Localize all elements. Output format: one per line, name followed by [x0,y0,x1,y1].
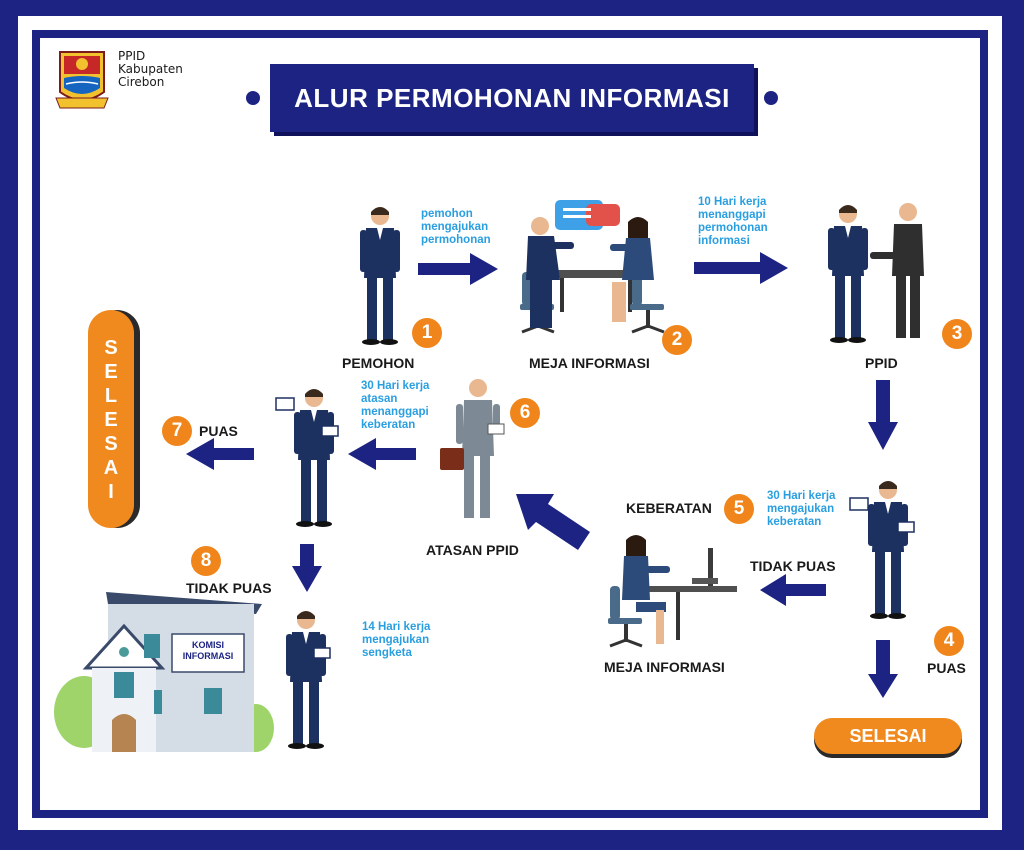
arrow-4-to-5 [760,574,826,606]
logo-line-3: Cirebon [118,75,165,89]
step-4-badge: 4 [934,626,964,656]
arrow-1-to-2 [418,253,498,285]
step-7-label: PUAS [199,423,238,439]
logo-line-2: Kabupaten [118,62,183,76]
title-dot-left [246,91,260,105]
step-1-badge: 1 [412,318,442,348]
meja-informasi-meeting [518,200,666,334]
step-6-label: ATASAN PPID [426,542,519,558]
arrow-2-to-3 [694,252,788,284]
step-3-label: PPID [865,355,898,371]
step-2-badge: 2 [662,325,692,355]
arrow-7-to-8 [292,544,322,592]
pemohon-figure [360,207,400,345]
flow-arrows [186,252,898,698]
ppid-figure-left [828,205,868,343]
step-3-badge: 3 [942,319,972,349]
tidak-puas-label-4: TIDAK PUAS [750,558,836,574]
sengketa-applicant-figure [286,611,331,749]
step-8-badge: 8 [191,546,221,576]
title-dot-right [764,91,778,105]
cirebon-emblem-icon [55,51,109,109]
arrow-7-to-selesai [186,438,254,470]
komisi-informasi-building [54,592,274,752]
arrow-3-to-4 [868,380,898,450]
step-2-label: MEJA INFORMASI [529,355,650,371]
step-8-label: TIDAK PUAS [186,580,272,596]
arrow-4-to-selesai [868,640,898,698]
arrow-6-to-7 [348,438,416,470]
atasan-ppid-figure [440,379,505,518]
step-7-badge: 7 [162,416,192,446]
keberatan-applicant-figure [849,481,915,619]
step-1-label: PEMOHON [342,355,415,371]
logo-line-1: PPID [118,49,146,63]
step-5-desk-label: MEJA INFORMASI [604,659,725,675]
atasan-response-figure [275,389,339,527]
ppid-figure-right [870,203,924,338]
step-5-label: KEBERATAN [626,500,712,516]
page-title: ALUR PERMOHONAN INFORMASI [270,64,754,132]
meja-informasi-desk-figure [606,535,737,648]
briefcase-icon [440,448,464,470]
arrow-5-to-6 [516,494,590,550]
step-5-badge: 5 [724,494,754,524]
logo-text: PPID Kabupaten Cirebon [118,50,183,89]
selesai-end-badge: SELESAI [814,718,962,754]
step-6-badge: 6 [510,398,540,428]
step-4-label: PUAS [927,660,966,676]
